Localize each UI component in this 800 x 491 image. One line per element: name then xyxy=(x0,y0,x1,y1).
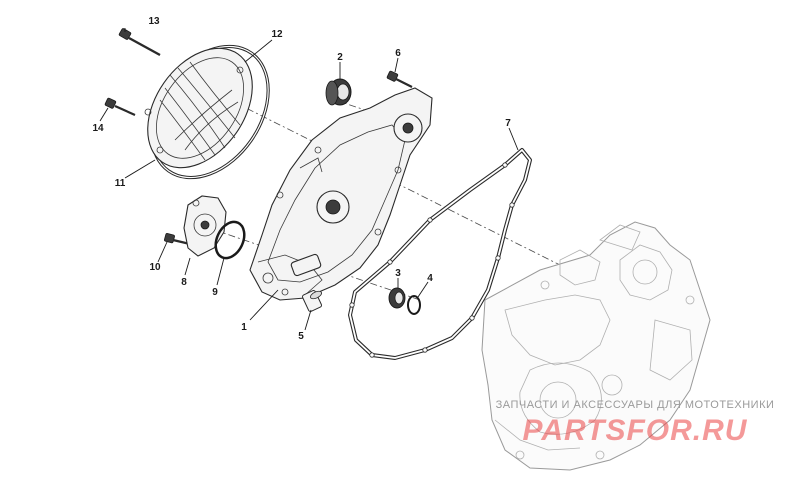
callout-8: 8 xyxy=(181,277,187,288)
part-7-gasket xyxy=(348,148,532,360)
callout-1: 1 xyxy=(241,322,247,333)
part-4-ring xyxy=(407,295,421,315)
callout-13: 13 xyxy=(148,16,160,27)
callout-6: 6 xyxy=(395,48,401,59)
watermark-tagline: ЗАПЧАСТИ И АКСЕССУАРЫ ДЛЯ МОТОТЕХНИКИ xyxy=(496,399,775,411)
callout-14: 14 xyxy=(92,123,104,134)
part-5-dowel xyxy=(302,290,322,312)
callout-5: 5 xyxy=(298,331,304,342)
part-8-pump-cover xyxy=(183,195,227,257)
part-13-bolt xyxy=(118,28,161,57)
leader-lines xyxy=(99,28,519,331)
engine-crankcase xyxy=(481,221,711,471)
callout-7: 7 xyxy=(505,118,511,129)
callout-2: 2 xyxy=(337,52,343,63)
callout-12: 12 xyxy=(271,29,283,40)
part-3-seal xyxy=(388,287,406,309)
part-10-bolt xyxy=(164,233,191,246)
watermark-logo-text: PARTSFOR.RU xyxy=(523,414,748,447)
part-2-oil-seal xyxy=(325,78,352,106)
callout-9: 9 xyxy=(212,287,218,298)
part-14-bolt xyxy=(104,97,136,117)
part-6-bolt xyxy=(386,70,413,88)
part-11-outer-cover xyxy=(144,47,253,169)
callout-3: 3 xyxy=(395,268,401,279)
callout-labels: 1 2 3 4 5 6 7 8 9 10 11 12 13 14 xyxy=(92,16,511,342)
callout-10: 10 xyxy=(149,262,161,273)
callout-11: 11 xyxy=(115,178,126,189)
part-9-o-ring xyxy=(214,220,246,260)
callout-4: 4 xyxy=(427,273,433,284)
part-1-clutch-cover xyxy=(249,87,433,301)
watermark: ЗАПЧАСТИ И АКСЕССУАРЫ ДЛЯ МОТОТЕХНИКИ PA… xyxy=(496,399,775,447)
